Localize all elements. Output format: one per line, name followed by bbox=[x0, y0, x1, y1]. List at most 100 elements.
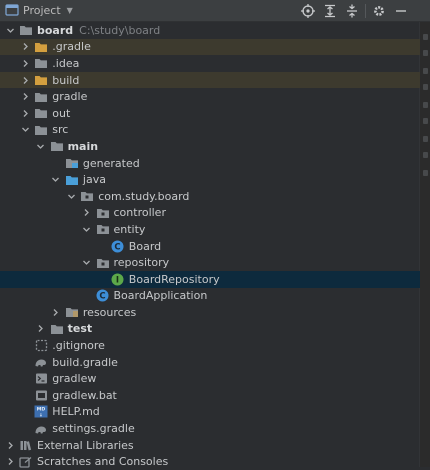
chevron-right-icon[interactable] bbox=[19, 41, 31, 53]
chevron-right-icon[interactable] bbox=[4, 439, 16, 451]
project-tool-window-header: Project ▼ bbox=[0, 0, 430, 22]
tree-node[interactable]: External Libraries bbox=[0, 437, 420, 454]
chevron-down-icon[interactable] bbox=[4, 24, 16, 36]
tree-node-label: gradlew.bat bbox=[52, 388, 117, 402]
chevron-right-icon[interactable] bbox=[19, 91, 31, 103]
chevron-right-icon[interactable] bbox=[81, 207, 93, 219]
folder-icon bbox=[34, 56, 48, 70]
chevron-right-icon[interactable] bbox=[19, 74, 31, 86]
package-icon bbox=[96, 256, 110, 270]
folder-icon bbox=[19, 23, 33, 37]
tree-node-label: src bbox=[52, 123, 69, 137]
tree-node-label: com.study.board bbox=[98, 189, 190, 203]
tree-node[interactable]: .idea bbox=[0, 55, 420, 72]
tree-node[interactable]: java bbox=[0, 171, 420, 188]
tree-node-label: BoardRepository bbox=[128, 272, 220, 286]
gutter-mark bbox=[423, 68, 428, 74]
tree-node[interactable]: .gitignore bbox=[0, 337, 420, 354]
tree-node-label: build.gradle bbox=[52, 355, 118, 369]
tree-node[interactable]: Scratches and Consoles bbox=[0, 453, 420, 470]
tree-node-label: HELP.md bbox=[52, 405, 100, 419]
header-toolbar bbox=[297, 0, 412, 22]
svg-text:I: I bbox=[116, 275, 119, 285]
tree-node[interactable]: com.study.board bbox=[0, 188, 420, 205]
interface-spring-icon: I bbox=[111, 272, 125, 286]
folder-icon bbox=[50, 322, 64, 336]
gradle-icon bbox=[34, 355, 48, 369]
chevron-down-icon[interactable] bbox=[19, 124, 31, 136]
project-icon bbox=[5, 3, 19, 19]
script-icon bbox=[34, 388, 48, 402]
chevron-right-icon[interactable] bbox=[19, 57, 31, 69]
gutter-mark bbox=[423, 34, 428, 40]
gutter-mark bbox=[423, 102, 428, 108]
tree-node[interactable]: build.gradle bbox=[0, 354, 420, 371]
tree-node-label: entity bbox=[113, 222, 146, 236]
tree-node[interactable]: out bbox=[0, 105, 420, 122]
chevron-down-icon[interactable] bbox=[81, 223, 93, 235]
tree-node[interactable]: MD↓ HELP.md bbox=[0, 404, 420, 421]
chevron-down-icon[interactable] bbox=[81, 257, 93, 269]
tree-node[interactable]: controller bbox=[0, 205, 420, 222]
gradle-icon bbox=[34, 422, 48, 436]
package-icon bbox=[96, 206, 110, 220]
chevron-right-icon[interactable] bbox=[50, 306, 62, 318]
tree-node-label: BoardApplication bbox=[113, 289, 208, 303]
chevron-down-icon[interactable]: ▼ bbox=[66, 6, 73, 15]
folder-icon bbox=[34, 90, 48, 104]
minimize-icon[interactable] bbox=[390, 0, 412, 22]
chevron-right-icon[interactable] bbox=[4, 456, 16, 468]
package-icon bbox=[80, 189, 94, 203]
svg-text:C: C bbox=[99, 292, 105, 302]
tree-node[interactable]: generated bbox=[0, 155, 420, 172]
chevron-down-icon[interactable] bbox=[50, 174, 62, 186]
tree-node[interactable]: gradle bbox=[0, 88, 420, 105]
tree-node[interactable]: gradlew bbox=[0, 370, 420, 387]
collapse-all-icon[interactable] bbox=[341, 0, 363, 22]
tree-node[interactable]: board C:\study\board bbox=[0, 22, 420, 39]
locate-icon[interactable] bbox=[297, 0, 319, 22]
gutter-mark bbox=[423, 136, 428, 142]
project-path: C:\study\board bbox=[79, 23, 161, 37]
package-icon bbox=[96, 222, 110, 236]
panel-title: Project bbox=[23, 4, 61, 17]
folder-icon bbox=[34, 123, 48, 137]
project-view-selector[interactable]: Project ▼ bbox=[0, 3, 73, 19]
tree-node[interactable]: src bbox=[0, 122, 420, 139]
tree-node-label: Scratches and Consoles bbox=[37, 455, 169, 469]
markdown-icon: MD↓ bbox=[34, 405, 48, 419]
gear-icon[interactable] bbox=[368, 0, 390, 22]
svg-text:C: C bbox=[115, 242, 121, 252]
source-folder-icon bbox=[65, 173, 79, 187]
tree-node-label: controller bbox=[113, 206, 166, 220]
tree-node[interactable]: repository bbox=[0, 254, 420, 271]
tree-node-label: gradle bbox=[52, 90, 88, 104]
chevron-down-icon[interactable] bbox=[65, 190, 77, 202]
gutter-mark bbox=[423, 152, 428, 158]
chevron-right-icon[interactable] bbox=[35, 323, 47, 335]
chevron-right-icon[interactable] bbox=[19, 107, 31, 119]
tree-node[interactable]: build bbox=[0, 71, 420, 89]
tree-node[interactable]: gradlew.bat bbox=[0, 387, 420, 404]
tree-node[interactable]: test bbox=[0, 321, 420, 338]
expand-all-icon[interactable] bbox=[319, 0, 341, 22]
tree-node[interactable]: .gradle bbox=[0, 38, 420, 56]
tree-node[interactable]: C BoardApplication bbox=[0, 288, 420, 305]
tree-node-label: main bbox=[67, 139, 99, 153]
tree-node[interactable]: entity bbox=[0, 221, 420, 238]
tree-node-label: out bbox=[52, 106, 71, 120]
terminal-icon bbox=[34, 372, 48, 386]
svg-text:MD: MD bbox=[37, 407, 46, 413]
tree-node[interactable]: main bbox=[0, 138, 420, 155]
chevron-down-icon[interactable] bbox=[35, 140, 47, 152]
tree-node-label: .gitignore bbox=[52, 339, 105, 353]
tree-node[interactable]: settings.gradle bbox=[0, 420, 420, 437]
tree-node-label: board bbox=[37, 23, 74, 37]
tree-node-label: test bbox=[67, 322, 93, 336]
tree-node[interactable]: I BoardRepository bbox=[0, 270, 420, 288]
tree-node-label: .gradle bbox=[52, 40, 91, 54]
tree-node[interactable]: resources bbox=[0, 304, 420, 321]
svg-text:↓: ↓ bbox=[39, 413, 43, 419]
tree-node-label: resources bbox=[82, 305, 137, 319]
